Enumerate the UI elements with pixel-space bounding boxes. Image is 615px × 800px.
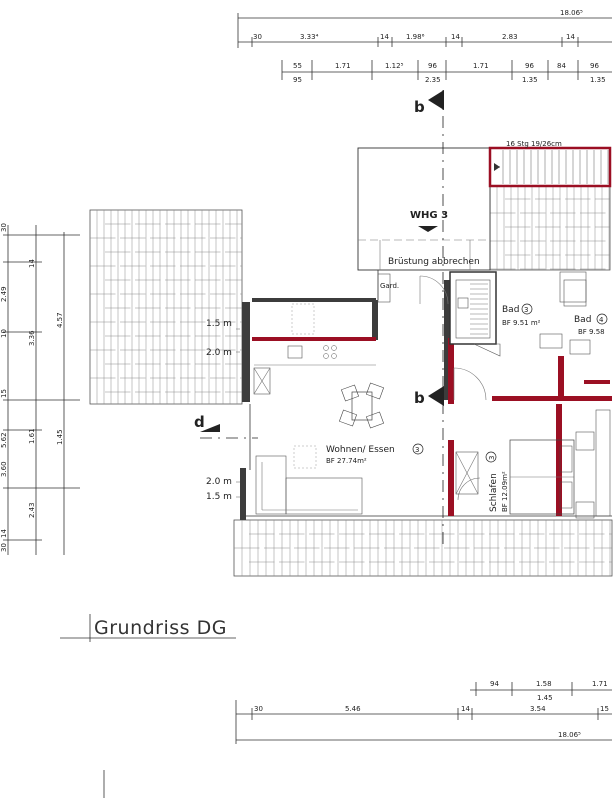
dim-top-r3-3: 1.35	[590, 76, 606, 84]
dim-top-r3-2: 1.35	[522, 76, 538, 84]
roof-left	[89, 209, 243, 405]
bad4-name: Bad	[574, 315, 591, 325]
bad3-area: BF 9.51 m²	[502, 319, 541, 327]
schlafen-area: BF 12.09m²	[501, 471, 509, 512]
dim-top-r2-2: 1.12⁵	[385, 62, 404, 70]
dim-top-r2-7: 96	[590, 62, 599, 70]
room-schlafen: Schlafen 3 BF 12.09m²	[455, 409, 611, 519]
schlafen-num: 3	[488, 456, 496, 460]
dim-left-m-0: 14	[28, 259, 36, 268]
roof-bottom	[233, 519, 613, 577]
bad3-num: 3	[524, 306, 528, 314]
dim-left-m-2: 1.61	[28, 428, 36, 444]
section-b-top: b	[414, 98, 425, 116]
bad3-name: Bad	[502, 305, 519, 315]
section-b-mid: b	[414, 389, 425, 407]
dim-top-r2-1: 1.71	[335, 62, 351, 70]
dim-bot-r2-2: 14	[461, 705, 470, 713]
height-line-4: 1.5 m	[206, 492, 232, 502]
dim-top-r2-5: 96	[525, 62, 534, 70]
bad3-number-circle	[521, 303, 533, 315]
dim-top-r1-3: 1.98⁶	[406, 33, 425, 41]
section-b-mid-arrow-icon	[428, 386, 444, 406]
dim-bot-r2-4: 15	[600, 705, 609, 713]
room-bad4: Bad 4 BF 9.58	[563, 279, 608, 355]
dim-left-i-0: 4.57	[56, 312, 64, 328]
dim-left-o-3: 15	[0, 389, 8, 398]
dining-table	[338, 382, 385, 429]
roof-right	[489, 184, 611, 271]
dim-bot-overall: 18.06⁵	[558, 731, 581, 739]
left-dimension-chains: 30 2.49 10 15 3.60 14 30 14 3.36 1.61 2.…	[0, 223, 80, 555]
top-dimension-chains: 18.06⁵ 30 3.33⁴ 14 1.98⁶ 14 2.83 14 55 1…	[237, 9, 612, 84]
dim-left-o-0: 30	[0, 223, 8, 232]
height-line-1: 1.5 m	[206, 319, 232, 329]
dim-top-r2-3: 96	[428, 62, 437, 70]
dim-top-r3-0: 95	[293, 76, 302, 84]
dim-bot-r2-0: 30	[254, 705, 263, 713]
section-b-top-arrow-icon	[428, 90, 444, 110]
dim-top-r1-6: 14	[566, 33, 575, 41]
dim-top-r1-1: 3.33⁴	[300, 33, 319, 41]
dim-left-total: 5.62	[0, 432, 8, 448]
drawing-title-text: Grundriss DG	[94, 617, 227, 639]
dim-bot-r2-1: 5.46	[345, 705, 361, 713]
dim-top-r1-0: 30	[253, 33, 262, 41]
schlafen-name: Schlafen	[489, 473, 499, 512]
dim-bot-r1-1: 1.58	[536, 680, 552, 688]
new-walls	[252, 300, 612, 516]
wohnen-number-circle	[412, 443, 424, 455]
bad4-num: 4	[599, 316, 604, 324]
stair-label: 16 Stg 19/26cm	[506, 140, 562, 148]
dim-left-i-1: 1.45	[56, 429, 64, 445]
dim-left-m-3: 2.43	[28, 502, 36, 518]
section-line-d: d	[194, 413, 258, 439]
section-d: d	[194, 413, 205, 431]
dim-bot-r1-3: 1.45	[537, 694, 553, 702]
stair: 16 Stg 19/26cm	[488, 140, 612, 188]
bad4-number-circle	[596, 313, 608, 325]
dim-top-r1-5: 2.83	[502, 33, 518, 41]
room-bad3: Bad 3 BF 9.51 m²	[449, 271, 587, 357]
bad4-area: BF 9.58	[578, 328, 605, 336]
room-wohnen: Wohnen/ Essen 3 BF 27.74m²	[253, 303, 424, 515]
dim-bot-r1-0: 94	[490, 680, 499, 688]
wardrobe-label: Gard.	[380, 282, 399, 290]
wohnen-area: BF 27.74m²	[326, 457, 367, 465]
drawing-title: Grundriss DG	[60, 614, 236, 642]
section-line-b: b b	[414, 90, 444, 545]
dim-top-r2-0: 55	[293, 62, 302, 70]
sofa	[255, 455, 363, 515]
dim-left-o-6: 30	[0, 543, 8, 552]
section-d-arrow-icon	[200, 424, 220, 432]
height-lines: 1.5 m 2.0 m 2.0 m 1.5 m	[206, 319, 240, 502]
dim-top-r2-6: 84	[557, 62, 566, 70]
dim-bot-r1-2: 1.71	[592, 680, 608, 688]
wohnen-num: 3	[415, 446, 419, 454]
dim-overall-top: 18.06⁵	[560, 9, 583, 17]
dim-top-r1-2: 14	[380, 33, 389, 41]
dim-left-m-1: 3.36	[28, 330, 36, 346]
bottom-dimension-chains: 94 1.58 1.71 1.45 30 5.46 14 3.54 15 18.…	[103, 680, 612, 798]
unit-label: WHG 3	[410, 210, 448, 221]
note-bruestung: Brüstung abbrechen	[388, 257, 480, 267]
stair-hall	[357, 147, 491, 271]
wohnen-name: Wohnen/ Essen	[326, 445, 395, 455]
apartment-walls	[240, 270, 612, 520]
dim-bot-r2-3: 3.54	[530, 705, 546, 713]
schlafen-number-circle	[485, 451, 497, 463]
dim-left-o-4: 3.60	[0, 461, 8, 477]
dim-top-r1-4: 14	[451, 33, 460, 41]
dim-top-r2-4: 1.71	[473, 62, 489, 70]
dim-left-o-1: 2.49	[0, 286, 8, 302]
entry-arrow-icon	[418, 226, 438, 232]
height-line-3: 2.0 m	[206, 477, 232, 487]
dim-left-o-5: 14	[0, 529, 8, 538]
dim-top-r3-1: 2.35	[425, 76, 441, 84]
dim-left-o-2: 10	[0, 329, 8, 338]
height-line-2: 2.0 m	[206, 348, 232, 358]
